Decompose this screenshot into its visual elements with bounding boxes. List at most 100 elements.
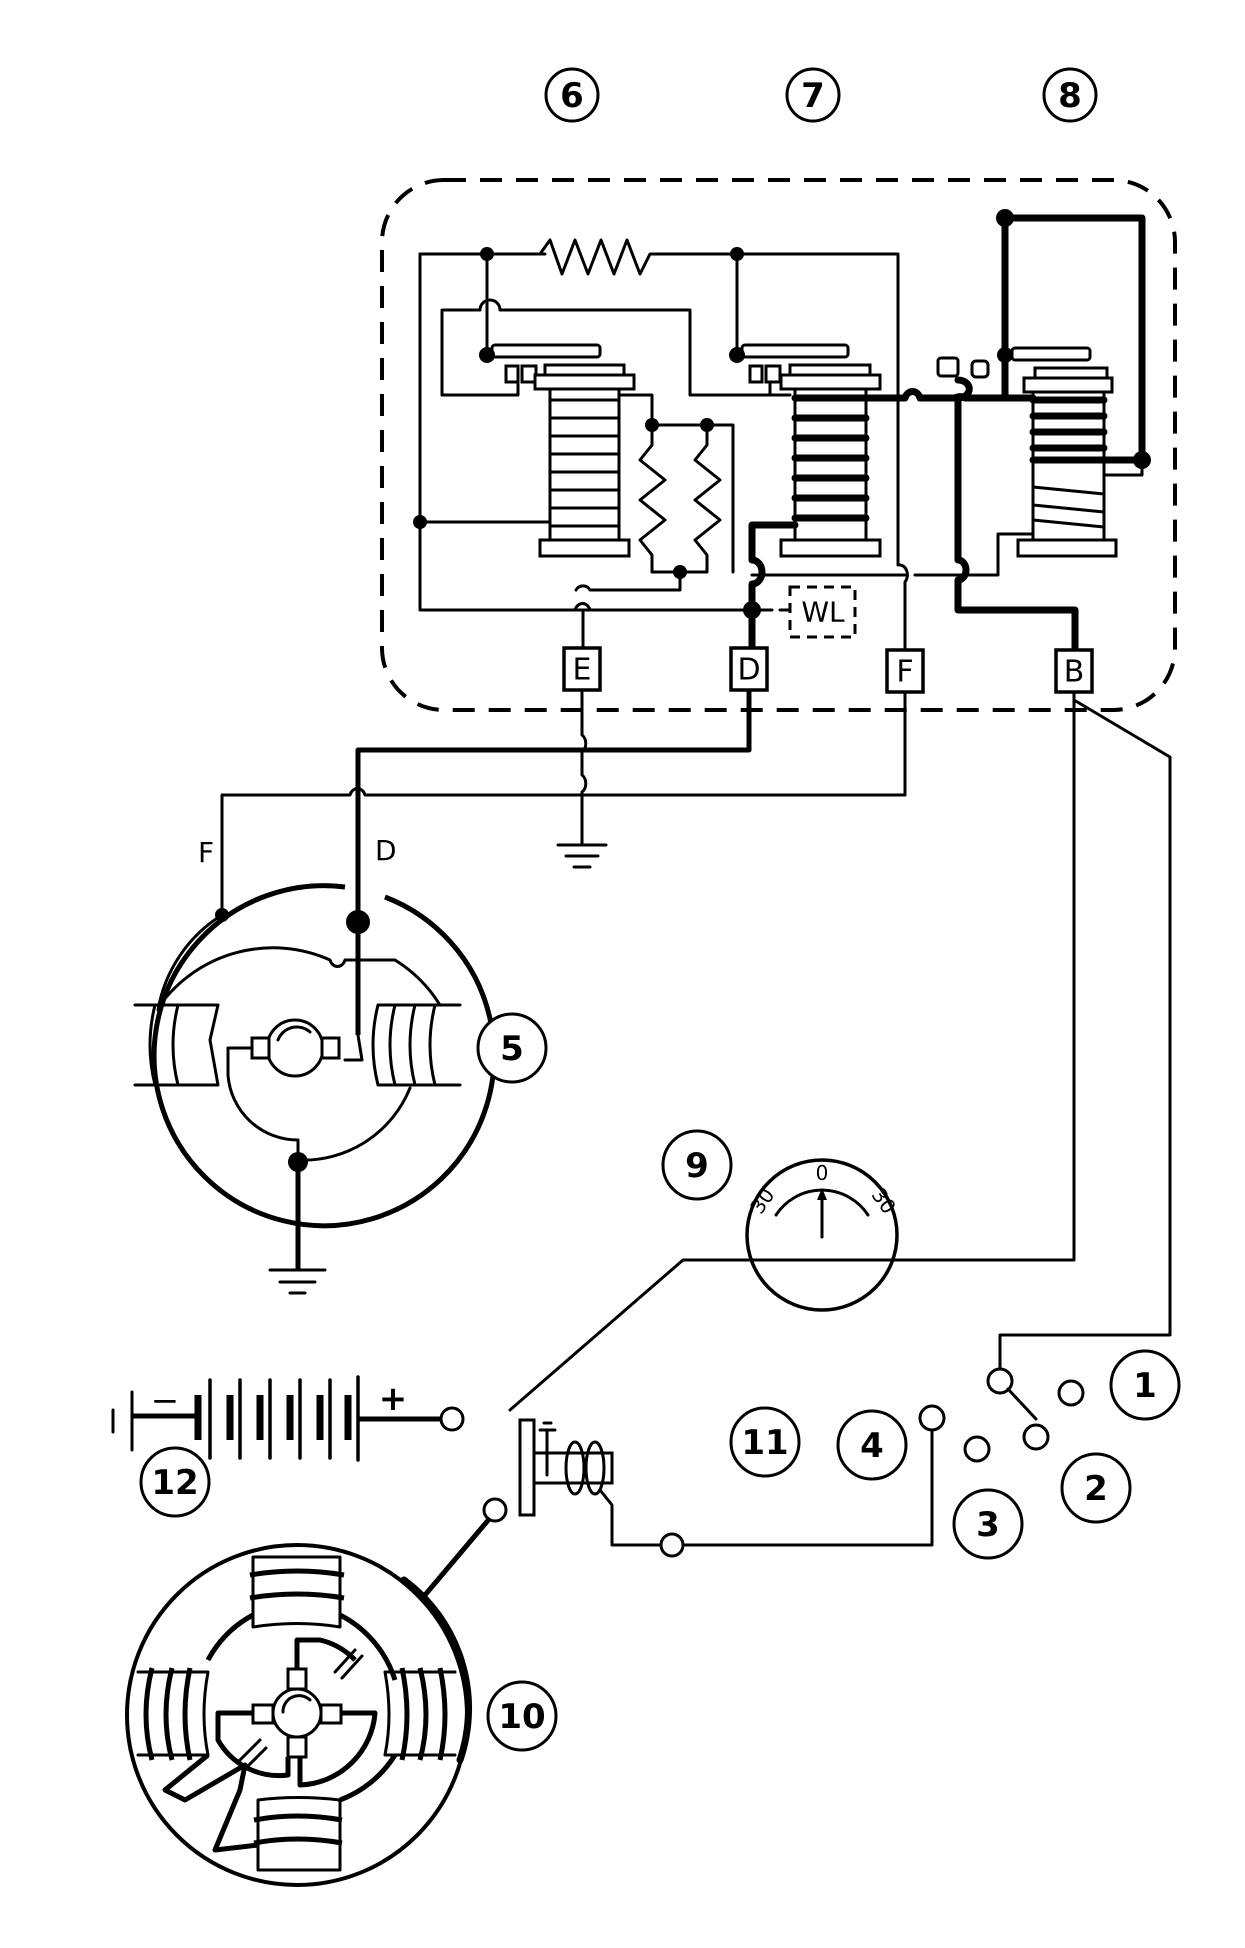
coil-flange-top: [779, 373, 882, 391]
contact-point: [936, 356, 960, 378]
switch-terminal-2[interactable]: [1022, 1423, 1050, 1451]
callout-12: 12: [139, 1446, 211, 1518]
dynamo-armature: [226, 1018, 412, 1162]
callout-1-text: 1: [1133, 1366, 1157, 1406]
rotation-arrow: [276, 1025, 312, 1042]
coil-flange-bottom: [538, 538, 631, 558]
terminal-d-label: D: [737, 653, 760, 688]
field-connection: [158, 946, 442, 1007]
starter-field-connection: [205, 1612, 398, 1803]
field-lead: [896, 418, 909, 652]
solenoid-coil-turn: [564, 1440, 586, 1496]
callout-6-text: 6: [560, 76, 584, 116]
solenoid-coil-turn: [584, 1440, 606, 1496]
callout-12-text: 12: [151, 1463, 198, 1503]
junction-dot: [645, 418, 659, 432]
earth-brush-lead: [226, 1046, 300, 1162]
warning-lamp-box: [788, 585, 857, 639]
brush-lead: [297, 1710, 378, 1788]
callout-9: 9: [661, 1129, 733, 1201]
battery-earth: [111, 1390, 134, 1452]
terminal-f-label: F: [896, 655, 913, 690]
coil-flange-top: [1022, 376, 1114, 394]
callout-4-text: 4: [860, 1426, 884, 1466]
armature: [490, 343, 602, 359]
right-field-pole: [371, 1003, 462, 1087]
callout-8-text: 8: [1058, 76, 1082, 116]
brush-lead: [215, 1710, 291, 1779]
contact-pivot: [479, 347, 495, 363]
contact-point: [748, 364, 764, 384]
starter-lead: [423, 1516, 492, 1597]
switch-terminal-4[interactable]: [918, 1404, 946, 1432]
starter-terminal[interactable]: [482, 1497, 508, 1523]
terminal-b-label: B: [1064, 655, 1085, 690]
ammeter-dial: [745, 1158, 899, 1312]
ammeter-needle-tip: [817, 1188, 827, 1200]
contact-point: [504, 364, 520, 384]
battery-terminal[interactable]: [439, 1406, 465, 1432]
rotation-arrow: [281, 1694, 312, 1714]
terminal-d[interactable]: D: [729, 646, 769, 692]
starter-bottom-pole: [253, 1796, 343, 1872]
coil-flange-bottom: [779, 538, 882, 558]
ammeter-zero-label: 0: [816, 1161, 829, 1185]
callout-8: 8: [1042, 67, 1098, 123]
starter-left-pole: [136, 1667, 210, 1761]
terminal-dot: [215, 908, 229, 922]
callout-7-text: 7: [801, 76, 825, 116]
starter-armature: [251, 1667, 343, 1759]
terminal-f[interactable]: F: [885, 648, 925, 694]
armature: [1010, 346, 1092, 362]
junction-dot: [700, 418, 714, 432]
field-return: [296, 1086, 412, 1162]
terminal-b[interactable]: B: [1054, 648, 1094, 694]
dynamo-d-label: D: [375, 834, 397, 867]
starter-motor: [125, 1543, 473, 1887]
switch-lever[interactable]: [1006, 1387, 1038, 1421]
ignition-switch[interactable]: [676, 1367, 1085, 1547]
starter-right-pole: [383, 1667, 457, 1761]
starter-top-pole: [249, 1555, 345, 1629]
ammeter: 0 30 30: [745, 1158, 901, 1312]
regulator-winding: [548, 387, 621, 542]
switch-terminal-3[interactable]: [963, 1435, 991, 1463]
callout-1: 1: [1109, 1349, 1181, 1421]
starter-solenoid: [423, 1418, 685, 1597]
solenoid-terminal[interactable]: [659, 1532, 685, 1558]
solenoid-earth-symbol: [538, 1421, 557, 1432]
b-to-switch: [998, 698, 1172, 1374]
voltage-regulator-relay: [418, 252, 692, 558]
callout-5: 5: [476, 1012, 548, 1084]
b-to-ammeter-battery: [508, 690, 1076, 1412]
switch-terminal-1[interactable]: [986, 1367, 1014, 1395]
callout-2: 2: [1060, 1452, 1132, 1524]
battery-negative-sign: −: [151, 1381, 180, 1421]
callout-10-text: 10: [498, 1697, 545, 1737]
brush-earth-marks: [333, 1648, 364, 1680]
control-box: WL E D F B: [380, 178, 1177, 712]
switch-contact: [1057, 1379, 1085, 1407]
dynamo-d-lead: [355, 690, 752, 1035]
terminal-dot: [346, 910, 370, 934]
callout-11-text: 11: [741, 1423, 788, 1463]
dynamo-f-lead: [220, 690, 907, 917]
callout-6: 6: [544, 67, 600, 123]
control-box-outline: [380, 178, 1177, 712]
field-winding-lead: [156, 913, 224, 1012]
left-field-pole: [133, 1003, 220, 1087]
terminal-e[interactable]: E: [562, 646, 602, 692]
contact-pivot: [729, 347, 745, 363]
junction-dot: [673, 565, 687, 579]
callout-5-text: 5: [500, 1029, 524, 1069]
contact-pivot: [997, 347, 1013, 363]
solenoid-lead: [598, 1488, 667, 1547]
armature: [740, 343, 850, 359]
parallel-resistors: [574, 423, 735, 592]
battery-lead: [954, 376, 1079, 654]
battery-positive-sign: +: [379, 1379, 408, 1419]
dynamo: F D: [133, 834, 497, 1295]
contact-point: [970, 359, 990, 379]
coil-flange-bottom: [1016, 538, 1118, 558]
